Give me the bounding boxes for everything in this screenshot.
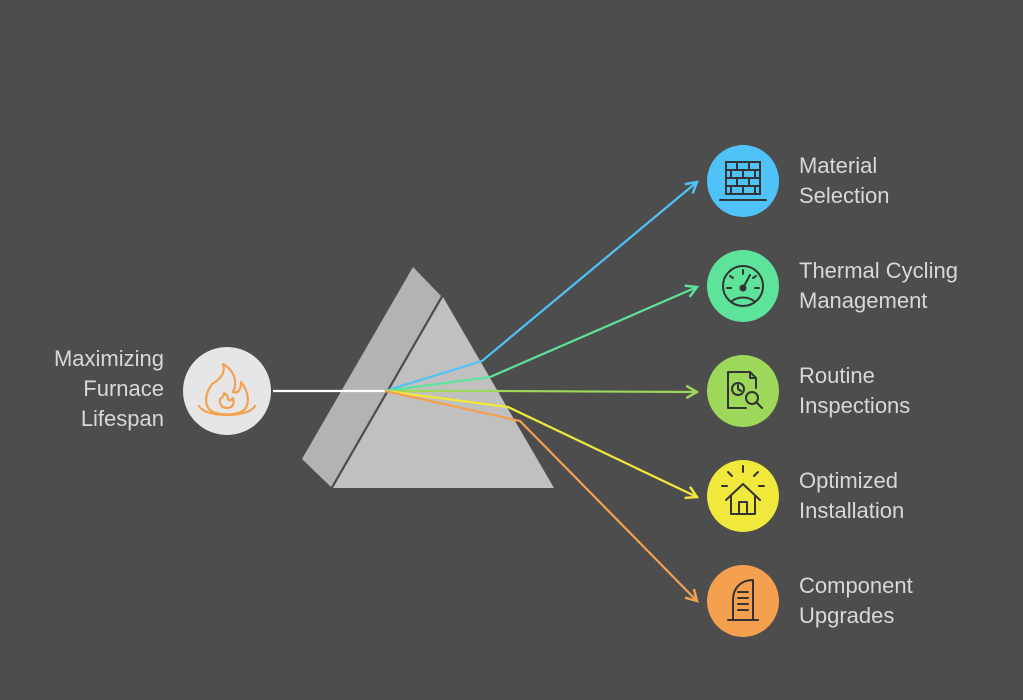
source-circle	[183, 347, 271, 435]
node-thermal-cycling-management	[707, 250, 779, 322]
output-label-line: Inspections	[799, 393, 911, 418]
output-label-line: Installation	[799, 498, 905, 523]
source-label-line: Lifespan	[80, 406, 164, 431]
beam-component-upgrades	[384, 389, 699, 603]
output-label-line: Management	[799, 288, 928, 313]
node-circle	[707, 145, 779, 217]
label-routine-inspections: Routine Inspections	[799, 361, 910, 421]
source-label-line: Maximizing	[53, 346, 164, 371]
output-label-line: Optimized	[799, 468, 899, 493]
prism	[302, 267, 554, 488]
source-label-line: Furnace	[83, 376, 164, 401]
node-circle	[707, 460, 779, 532]
node-material-selection	[707, 145, 779, 217]
source-label: Maximizing Furnace Lifespan	[20, 344, 164, 434]
inspection-report-icon	[727, 371, 763, 409]
source-node	[183, 347, 271, 435]
output-label-line: Component	[799, 573, 913, 598]
upgrade-component-icon	[727, 579, 759, 621]
label-optimized-installation: Optimized Installation	[799, 466, 904, 526]
node-component-upgrades	[707, 565, 779, 637]
beam-material-selection	[384, 180, 699, 393]
prism-main-face	[333, 297, 554, 488]
label-material-selection: Material Selection	[799, 151, 890, 211]
gauge-icon	[722, 265, 764, 307]
output-label-line: Upgrades	[799, 603, 895, 628]
house-icon	[721, 465, 765, 515]
node-routine-inspections	[707, 355, 779, 427]
beam-routine-inspections	[385, 384, 700, 400]
node-circle	[707, 565, 779, 637]
label-component-upgrades: Component Upgrades	[799, 571, 913, 631]
output-label-line: Material	[799, 153, 878, 178]
label-thermal-cycling-management: Thermal Cycling Management	[799, 256, 958, 316]
output-label-line: Thermal Cycling	[799, 258, 958, 283]
output-label-line: Routine	[799, 363, 875, 388]
flame-icon	[197, 362, 257, 416]
beam-optimized-installation	[384, 389, 700, 500]
output-label-line: Selection	[799, 183, 890, 208]
prism-left-face	[302, 267, 441, 487]
brick-wall-icon	[719, 161, 767, 201]
node-optimized-installation	[707, 460, 779, 532]
beam-thermal-cycling-management	[384, 284, 700, 393]
